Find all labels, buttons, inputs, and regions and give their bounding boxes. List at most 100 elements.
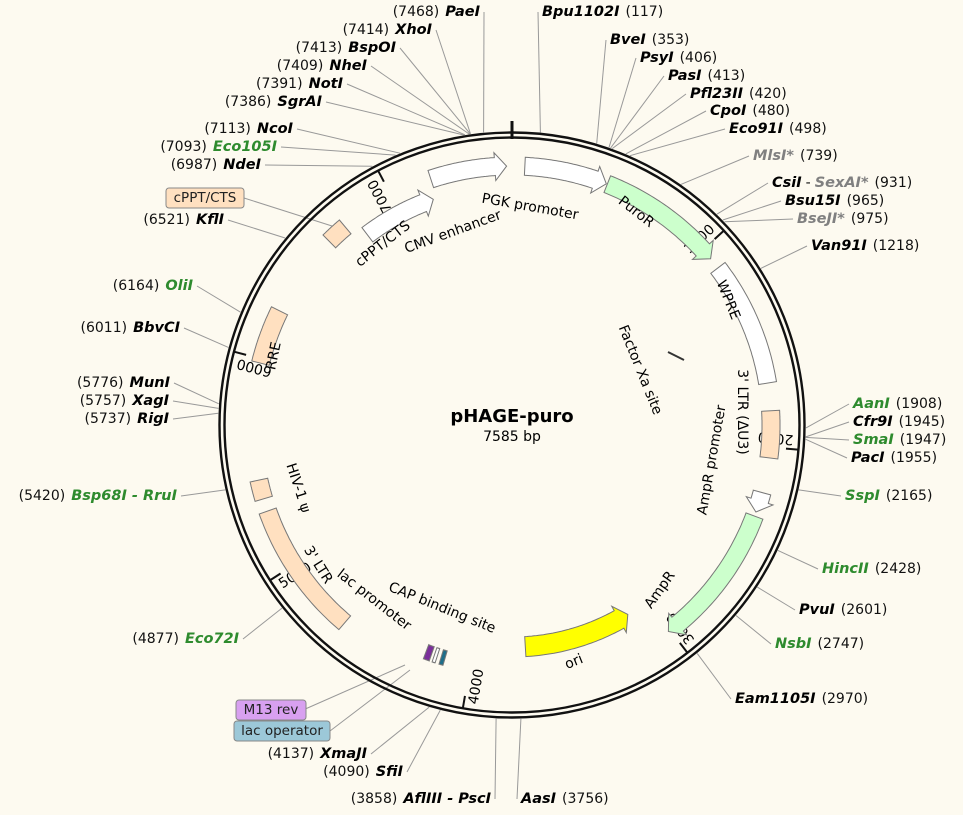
enzyme-label[interactable]: MlsI*(739) — [753, 148, 838, 164]
enzyme-name: NcoI — [257, 121, 294, 137]
enzyme-label[interactable]: CsiI-SexAI*(931) — [772, 175, 912, 191]
tick-mark — [377, 170, 385, 183]
enzyme-label[interactable]: Cfr9I(1945) — [853, 414, 945, 430]
enzyme-label[interactable]: (4090)SfiI — [323, 764, 403, 780]
enzyme-label[interactable]: (5776)MunI — [77, 375, 171, 391]
enzyme-name: OliI — [165, 278, 193, 294]
enzyme-name: Bsp68I - RruI — [71, 488, 177, 504]
tick-mark — [269, 572, 282, 581]
feature-label: HIV-1 ψ — [283, 461, 314, 515]
enzyme-leader — [596, 39, 607, 144]
enzyme-labels[interactable]: (7468)PaeI (7414)XhoI (7413)BspOI (7409)Nhe… — [19, 4, 947, 807]
enzyme-leader — [608, 57, 637, 148]
enzyme-label[interactable]: Van91I (1218) — [811, 238, 919, 254]
enzyme-label[interactable]: Eam1105I (2970) — [735, 691, 868, 707]
enzyme-label[interactable]: SspI(2165) — [845, 488, 932, 504]
tick-mark — [785, 447, 799, 451]
enzyme-leader — [805, 421, 850, 438]
enzyme-position: (406) — [680, 50, 718, 66]
enzyme-name: MlsI* — [753, 148, 794, 164]
enzyme-label[interactable]: (7386)SgrAI — [225, 94, 323, 110]
feature-box-label: lac operator — [241, 723, 323, 739]
enzyme-label[interactable]: (6987)NdeI — [171, 157, 262, 173]
enzyme-label[interactable]: (5420)Bsp68I - RruI — [19, 488, 178, 504]
enzyme-leader — [264, 164, 373, 167]
tick-label: 4000 — [466, 668, 488, 706]
tick-mark — [234, 350, 247, 356]
enzyme-name: Eam1105I — [735, 691, 816, 707]
enzyme-label[interactable]: NsbI(2747) — [775, 636, 864, 652]
plasmid-name: pHAGE-puro — [450, 406, 573, 427]
feature-box — [233, 720, 331, 742]
enzyme-leader — [172, 412, 219, 420]
enzyme-label[interactable]: (7468)PaeI — [393, 4, 481, 20]
enzyme-label[interactable]: (7409)NheI — [277, 58, 368, 74]
enzyme-label[interactable]: Pfl23II(420) — [690, 86, 787, 102]
leader-line — [302, 664, 406, 711]
enzyme-label[interactable]: (7113) NcoI — [204, 121, 293, 137]
enzyme-name: HincII — [822, 561, 869, 577]
enzyme-label[interactable]: (6011)BbvCI — [81, 320, 181, 336]
enzyme-label[interactable]: AasI(3756) — [520, 791, 609, 807]
feature-box-label: cPPT/CTS — [174, 190, 237, 206]
enzyme-label[interactable]: PvuI(2601) — [799, 602, 887, 618]
enzyme-name: Van91I — [811, 238, 867, 254]
enzyme-label[interactable]: Eco91I(498) — [729, 121, 827, 137]
enzyme-name: PsyI — [640, 50, 674, 66]
enzyme-label[interactable]: (7414)XhoI — [343, 22, 433, 38]
enzyme-label[interactable]: BveI(353) — [610, 32, 689, 48]
enzyme-leader — [629, 128, 726, 157]
enzyme-position: (1908) — [896, 396, 943, 412]
enzyme-label[interactable]: CpoI(480) — [710, 103, 790, 119]
enzyme-label[interactable]: Bsu15I(965) — [785, 193, 884, 209]
ltr-du3-block — [759, 409, 781, 460]
enzyme-position: (3858) — [351, 791, 398, 807]
enzyme-position: (7113) — [204, 121, 251, 137]
enzyme-name: XhoI — [394, 22, 432, 38]
enzyme-position: (931) — [875, 175, 913, 191]
enzyme-label[interactable]: BseJI*(975) — [797, 211, 889, 227]
enzyme-leader — [696, 653, 732, 700]
enzyme-position: (1218) — [873, 238, 920, 254]
enzyme-label[interactable]: PasI(413) — [668, 68, 745, 84]
enzyme-label[interactable]: PsyI (406) — [640, 50, 717, 66]
enzyme-label[interactable]: PacI(1955) — [851, 450, 937, 466]
enzyme-separator: - — [806, 175, 811, 191]
enzyme-position: (6987) — [171, 157, 218, 173]
enzyme-leader — [798, 489, 842, 497]
enzyme-label[interactable]: (7391)NotI — [256, 76, 344, 92]
enzyme-label[interactable]: AanI(1908) — [852, 396, 942, 412]
ltr-block — [258, 507, 352, 631]
enzyme-label[interactable]: (5757)XagI — [80, 393, 170, 409]
enzyme-label[interactable]: (6164)OliI — [113, 278, 194, 294]
enzyme-label[interactable]: (5737)RigI — [85, 411, 170, 427]
enzyme-label[interactable]: SmaI(1947) — [853, 432, 946, 448]
feature-label: RRE — [263, 340, 285, 371]
enzyme-position: (2428) — [875, 561, 922, 577]
enzyme-label[interactable]: (7413)BspOI — [296, 40, 397, 56]
enzyme-label[interactable]: (4877)Eco72I — [132, 631, 239, 647]
enzyme-label[interactable]: Bpu1102I (117) — [542, 4, 663, 20]
enzyme-leader — [180, 489, 226, 497]
enzyme-name: BbvCI — [133, 320, 181, 336]
enzyme-position: (4137) — [268, 746, 315, 762]
enzyme-label[interactable]: (3858)AflIII - PscI — [351, 791, 492, 807]
enzyme-name: BveI — [610, 32, 646, 48]
enzyme-leader-lines — [172, 11, 850, 800]
hiv-psi-block — [249, 477, 274, 503]
enzyme-name: AflIII - PscI — [402, 791, 491, 807]
enzyme-leader — [805, 403, 850, 429]
enzyme-position: (965) — [847, 193, 885, 209]
enzyme-position: (2970) — [822, 691, 869, 707]
enzyme-label[interactable]: (6521)KflI — [143, 212, 224, 228]
tick-mark — [679, 642, 688, 653]
enzyme-leader — [296, 128, 401, 154]
enzyme-name: Bpu1102I — [542, 4, 620, 20]
enzyme-label[interactable]: HincII (2428) — [822, 561, 921, 577]
enzyme-label[interactable]: (7093)Eco105I — [160, 139, 277, 155]
enzyme-leader — [611, 93, 687, 150]
enzyme-name: Eco105I — [213, 139, 278, 155]
enzyme-position: (498) — [789, 121, 827, 137]
enzyme-label[interactable]: (4137)XmaJI — [268, 746, 368, 762]
enzyme-position: (117) — [626, 4, 664, 20]
